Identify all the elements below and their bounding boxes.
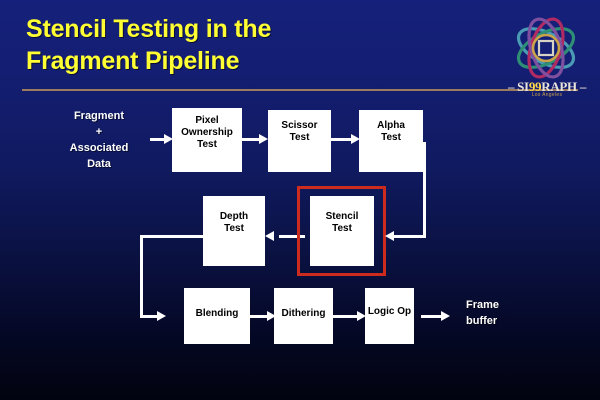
arrowhead-blending-to-dithering [267,311,276,321]
connector-depth-to-blending-vertical [140,235,143,318]
node-depth-test[interactable]: Depth Test [203,196,265,266]
connector-blending-to-dithering [250,315,270,318]
connector-stencil-to-depth [279,235,305,238]
arrowhead-pixel-ownership-to-scissor [259,134,268,144]
arrowhead-scissor-to-alpha [351,134,360,144]
arrowhead-depth-to-blending [157,311,166,321]
connector-input-to-pixel-ownership [150,138,166,141]
connector-logic-op-to-frame-buffer [421,315,445,318]
arrowhead-logic-op-to-frame-buffer [441,311,450,321]
arrowhead-dithering-to-logic-op [357,311,366,321]
logo-wordmark: – SI99RAPH – [507,79,587,94]
stencil-test-highlight-box [297,186,386,276]
connector-alpha-to-stencil-vertical [423,142,426,238]
connector-depth-to-blending-bottom [140,315,160,318]
input-label: Fragment + Associated Data [69,110,129,170]
connector-dithering-to-logic-op [333,315,361,318]
title-line-2: Fragment Pipeline [26,47,240,75]
title-divider [22,89,578,91]
connector-pixel-ownership-to-scissor [242,138,262,141]
arrowhead-alpha-to-stencil [385,231,394,241]
node-alpha-test[interactable]: Alpha Test [359,110,423,172]
node-dithering[interactable]: Dithering [274,288,333,344]
title-line-1: Stencil Testing in the [26,15,272,43]
node-scissor-test[interactable]: Scissor Test [268,110,331,172]
node-pixel-ownership-test[interactable]: Pixel Ownership Test [172,108,242,172]
node-stencil-test[interactable]: Stencil Test [310,196,374,266]
output-label: Frame buffer [466,299,500,327]
arrowhead-stencil-to-depth [265,231,274,241]
siggraph-logo [502,8,590,96]
connector-depth-to-blending-top [140,235,206,238]
connector-scissor-to-alpha [331,138,353,141]
connector-alpha-to-stencil-bottom [393,235,426,238]
logo-sublabel: Los Angeles [531,92,563,98]
page-title: Stencil Testing in the Fragment Pipeline [26,13,486,77]
node-blending[interactable]: Blending [184,288,250,344]
arrowhead-input-to-pixel-ownership [164,134,173,144]
node-logic-op[interactable]: Logic Op [365,288,414,344]
